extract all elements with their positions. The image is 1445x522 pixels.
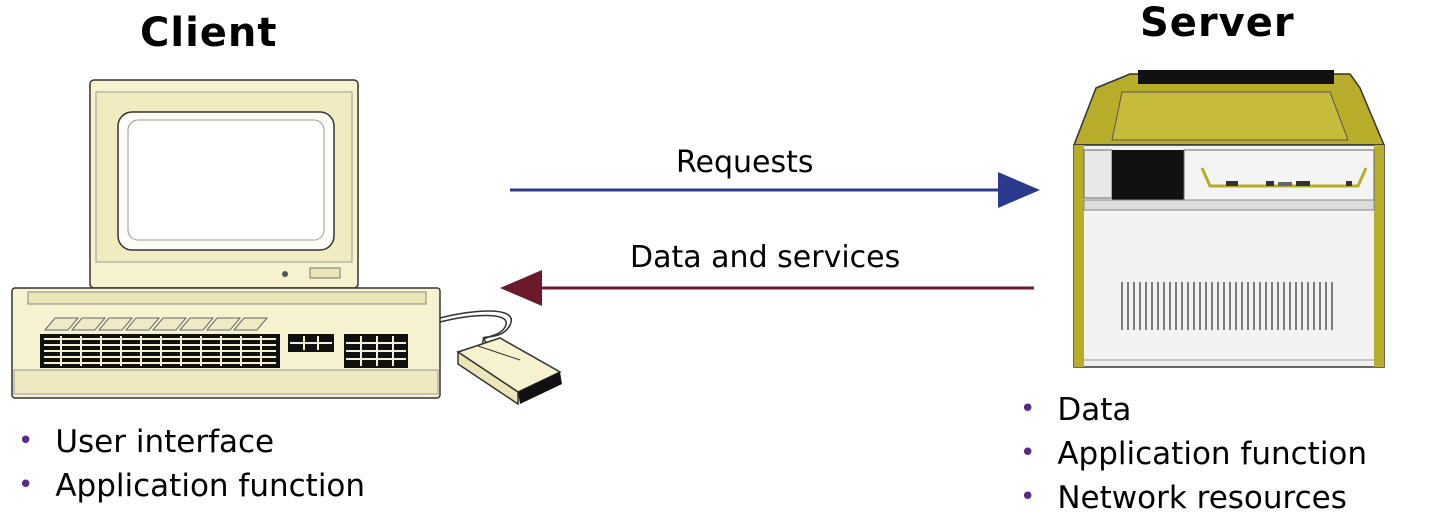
list-item: • Application function <box>18 464 365 508</box>
client-title: Client <box>140 10 278 56</box>
data-and-services-label: Data and services <box>630 240 901 275</box>
mouse-icon <box>439 310 562 406</box>
server-vents <box>1121 282 1333 330</box>
server-title: Server <box>1140 0 1295 46</box>
server-icon <box>1072 70 1386 368</box>
bullet-icon: • <box>18 426 34 456</box>
server-bullet-text: Network resources <box>1057 480 1347 516</box>
list-item: • Data <box>1020 388 1367 432</box>
client-bullet-text: User interface <box>55 424 275 460</box>
requests-label: Requests <box>676 145 814 180</box>
bullet-icon: • <box>1020 438 1036 468</box>
bullet-icon: • <box>1020 482 1036 512</box>
bullet-icon: • <box>1020 394 1036 424</box>
client-computer-icon <box>11 79 441 399</box>
list-item: • User interface <box>18 420 365 464</box>
server-bullet-text: Application function <box>1057 436 1368 472</box>
client-bullet-text: Application function <box>55 468 366 504</box>
server-bullet-list: • Data • Application function • Network res… <box>1020 388 1367 520</box>
server-bullet-text: Data <box>1057 392 1132 428</box>
client-bullet-list: • User interface • Application function <box>18 420 365 508</box>
list-item: • Network resources <box>1020 476 1367 520</box>
bullet-icon: • <box>18 470 34 500</box>
list-item: • Application function <box>1020 432 1367 476</box>
